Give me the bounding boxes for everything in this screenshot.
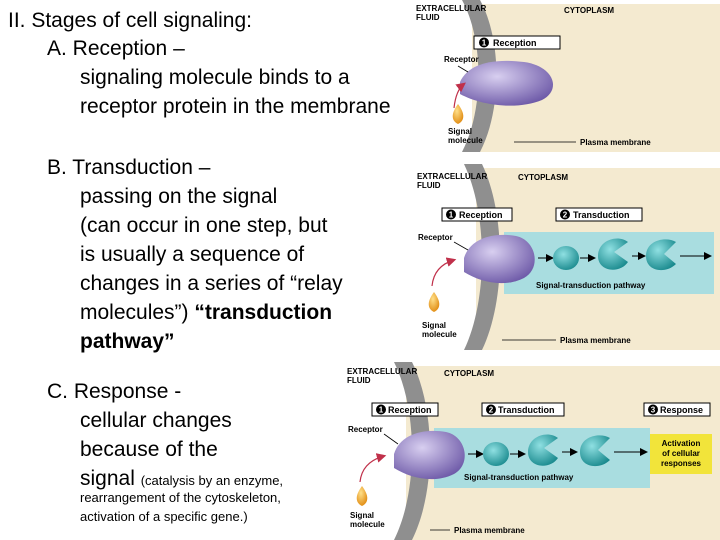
step-1-number-badge (446, 209, 456, 220)
extracellular-label-2: FLUID (416, 13, 440, 22)
step-2-number: 2 (563, 211, 568, 220)
figure-reception-svg: EXTRACELLULAR FLUID CYTOPLASM 1 Receptio… (414, 0, 720, 152)
response-box (650, 434, 712, 474)
plasma-membrane-label: Plasma membrane (454, 526, 525, 535)
signal-label-1: Signal (448, 127, 472, 136)
step-3-number-badge (648, 404, 658, 415)
figure-reception: EXTRACELLULAR FLUID CYTOPLASM 1 Receptio… (414, 0, 720, 152)
response-label-2: of cellular (662, 449, 700, 458)
relay-molecule-3 (580, 435, 610, 467)
step-1-box (473, 35, 561, 50)
section-c-line-2: because of the (80, 438, 218, 461)
receptor-label: Receptor (418, 233, 453, 242)
step-3-number: 3 (651, 406, 656, 415)
cytoplasm-label: CYTOPLASM (518, 173, 568, 182)
section-c-title: C. Response - (47, 380, 182, 403)
figure-response-svg: EXTRACELLULAR FLUID CYTOPLASM 1 Receptio… (344, 362, 720, 540)
section-a-line-2: receptor protein in the membrane (80, 95, 391, 118)
receptor-protein (460, 60, 554, 106)
receptor-label: Receptor (348, 425, 383, 434)
section-b-line-2: (can occur in one step, but (80, 214, 328, 237)
relay-molecule-2 (528, 434, 558, 466)
extracellular-area (344, 362, 390, 540)
step-3-label: Response (660, 405, 703, 415)
relay-molecule-1 (553, 246, 579, 270)
section-a-title: A. Reception – (47, 37, 185, 60)
section-c-line-3-main: signal (80, 467, 141, 490)
figure-transduction-svg: EXTRACELLULAR FLUID CYTOPLASM 1 Receptio… (414, 164, 720, 350)
signal-molecule (356, 486, 368, 506)
step-2-number-badge (560, 209, 570, 220)
receptor-leader (453, 241, 469, 251)
relay-molecule-3 (646, 239, 676, 271)
cytoplasm-label: CYTOPLASM (444, 369, 494, 378)
relay-molecule-1 (483, 442, 509, 466)
extracellular-label-1: EXTRACELLULAR (347, 367, 417, 376)
step-1-number: 1 (449, 211, 454, 220)
step-2-label: Transduction (498, 405, 555, 415)
receptor-protein (464, 234, 535, 284)
step-1-label: Reception (459, 210, 503, 220)
extracellular-label-2: FLUID (347, 376, 371, 385)
step-1-number-badge (376, 404, 386, 415)
response-label-1: Activation (662, 439, 701, 448)
signal-label-1: Signal (422, 321, 446, 330)
section-c-line-1: cellular changes (80, 409, 232, 432)
section-c-line-5: activation of a specific gene.) (80, 509, 248, 524)
section-a-line-1: signaling molecule binds to a (80, 66, 350, 89)
section-c-line-3: signal (catalysis by an enzyme, (80, 466, 283, 493)
section-b-line-4: changes in a series of “relay (80, 272, 343, 295)
step-1-label: Reception (493, 38, 537, 48)
heading: II. Stages of cell signaling: (8, 9, 252, 32)
step-1-number: 1 (482, 39, 487, 48)
step-1-label: Reception (388, 405, 432, 415)
receptor-leader (457, 65, 469, 73)
plasma-membrane-label: Plasma membrane (560, 336, 631, 345)
step-2-label: Transduction (573, 210, 630, 220)
receptor-leader (383, 433, 399, 445)
section-b-line-6: pathway” (80, 330, 175, 353)
relay-molecule-2 (598, 238, 628, 270)
section-b-line-5-plain: molecules”) (80, 301, 195, 324)
signal-arrow (431, 257, 457, 287)
step-3-box (643, 402, 711, 417)
signal-arrow (359, 453, 387, 483)
plasma-membrane-label: Plasma membrane (580, 138, 651, 147)
signal-molecule (428, 292, 440, 312)
extracellular-label-1: EXTRACELLULAR (417, 172, 487, 181)
receptor-protein (394, 430, 465, 480)
step-1-box (441, 207, 513, 222)
response-label-3: responses (661, 459, 702, 468)
receptor-label: Receptor (444, 55, 479, 64)
section-b-line-3: is usually a sequence of (80, 243, 305, 266)
step-1-box (371, 402, 439, 417)
step-1-number: 1 (379, 406, 384, 415)
section-c-line-4: rearrangement of the cytoskeleton, (80, 490, 281, 505)
signal-label-2: molecule (422, 330, 457, 339)
step-2-number-badge (486, 404, 496, 415)
section-b-line-1: passing on the signal (80, 185, 278, 208)
extracellular-label-1: EXTRACELLULAR (416, 4, 486, 13)
signal-arrow (453, 82, 466, 109)
cytoplasm-label: CYTOPLASM (564, 6, 614, 15)
step-2-number: 2 (489, 406, 494, 415)
pathway-label: Signal-transduction pathway (464, 473, 574, 482)
pathway-label: Signal-transduction pathway (536, 281, 646, 290)
section-b-title: B. Transduction – (47, 156, 211, 179)
step-1-number-badge (479, 37, 489, 48)
section-c-line-3-small: (catalysis by an enzyme, (140, 473, 284, 488)
section-b-line-5-bold: “transduction (194, 301, 333, 324)
figure-response: EXTRACELLULAR FLUID CYTOPLASM 1 Receptio… (344, 362, 720, 540)
signal-label-2: molecule (448, 136, 483, 145)
step-2-box (481, 402, 565, 417)
extracellular-label-2: FLUID (417, 181, 441, 190)
signal-molecule (452, 104, 464, 124)
section-b-line-5: molecules”) “transduction (80, 300, 332, 325)
signal-label-1: Signal (350, 511, 374, 520)
step-2-box (555, 207, 643, 222)
signal-label-2: molecule (350, 520, 385, 529)
figure-transduction: EXTRACELLULAR FLUID CYTOPLASM 1 Receptio… (414, 164, 720, 350)
